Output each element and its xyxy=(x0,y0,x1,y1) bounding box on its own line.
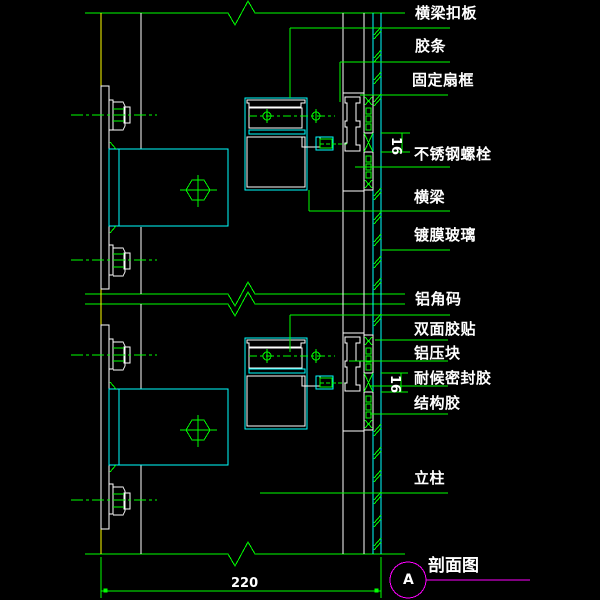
dim-joint-top: 16 xyxy=(388,137,403,156)
dim-joint-bottom: 16 xyxy=(387,375,402,394)
dim-overall-width: 220 xyxy=(231,576,259,591)
transom-lower xyxy=(244,314,450,494)
bracket-upper xyxy=(71,85,229,290)
bracket-lower xyxy=(71,324,229,530)
break-line-bottom xyxy=(85,540,405,568)
label-coated-glass: 镀膜玻璃 xyxy=(414,226,477,244)
glass-hatch xyxy=(373,26,382,551)
label-transom: 横梁 xyxy=(414,188,446,206)
label-mullion: 立柱 xyxy=(414,469,446,487)
mullion-lines xyxy=(342,13,382,554)
break-line-mid-lower xyxy=(85,290,405,318)
angle-bracket-upper xyxy=(108,148,229,227)
label-weather-sealant: 耐候密封胶 xyxy=(414,369,492,387)
break-line-mid-upper xyxy=(85,280,405,308)
label-stainless-bolt: 不锈钢螺栓 xyxy=(414,145,492,163)
drawing-title: 剖面图 xyxy=(428,556,479,576)
angle-bracket-lower xyxy=(108,388,229,466)
break-lines xyxy=(85,0,405,568)
pressure-plate-lower xyxy=(343,332,448,432)
label-structural-sealant: 结构胶 xyxy=(414,394,461,412)
label-fixed-sash-frame: 固定扇框 xyxy=(412,71,475,89)
label-aluminum-clamp: 铝压块 xyxy=(414,344,461,362)
label-double-sided-tape: 双面胶贴 xyxy=(414,320,477,338)
embed-plate-lower xyxy=(100,324,110,530)
dimension-220 xyxy=(100,557,382,598)
section-mark-letter: A xyxy=(403,572,414,588)
transom-upper xyxy=(244,27,450,212)
pressure-plate-upper xyxy=(339,61,450,251)
label-aluminum-angle: 铝角码 xyxy=(415,290,462,308)
embed-plate-upper xyxy=(100,85,110,290)
label-rubber-strip: 胶条 xyxy=(415,37,447,55)
break-line-top xyxy=(85,0,405,27)
label-transom-cover: 横梁扣板 xyxy=(415,4,478,22)
